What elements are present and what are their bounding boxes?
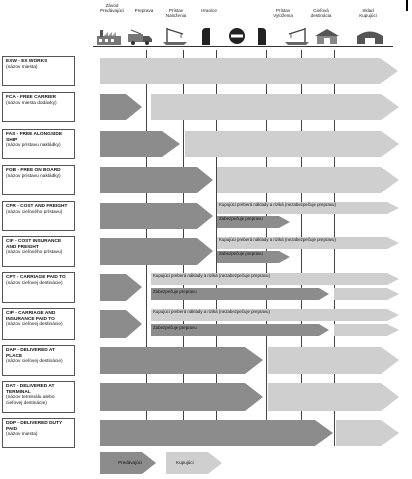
row-code: DAP - DELIVERED AT PLACE xyxy=(6,348,55,359)
arrow-buyer-dat xyxy=(268,383,399,411)
arrow-seller-fca xyxy=(100,94,142,120)
arrow-seller-cfr xyxy=(100,203,213,229)
crane-ship-icon xyxy=(163,28,187,45)
legend-buyer-label: Kupujúci xyxy=(176,460,194,465)
column-header-unloading-port: Prístav Vyloženia xyxy=(273,8,293,19)
row-code: EXW - EX WORKS xyxy=(6,59,48,64)
border-gate-icon xyxy=(258,28,266,45)
row-sub: (názov cieľového prístavu) xyxy=(6,209,63,215)
row-label-cif: CIF - COST INSURANCE AND FREIGHT(názov c… xyxy=(2,236,75,267)
legend-buyer-swatch xyxy=(166,452,222,474)
row-label-cpt: CPT - CARRIAGE PAID TO(názov cieľovej de… xyxy=(2,272,75,303)
column-header-seller-works: Závod Predávajúci xyxy=(99,3,124,14)
arrow-seller-cip xyxy=(100,310,142,338)
row-sub: (názov miesta) xyxy=(6,64,38,70)
row-code: FCA - FREE CARRIER xyxy=(6,95,56,100)
row-code: CIP - CARRIAGE AND INSURANCE PAID TO xyxy=(6,311,56,322)
row-sub: (názov cieľovej destinácie) xyxy=(6,280,63,286)
warehouse-icon xyxy=(357,31,383,44)
corner-marker xyxy=(406,0,408,11)
row-label-cip: CIP - CARRIAGE AND INSURANCE PAID TO(náz… xyxy=(2,308,75,340)
arrow-transport-cfr xyxy=(217,216,290,228)
arrow-buyer-cip xyxy=(151,309,399,321)
note-cip-seller: Zabezpečuje prepravu xyxy=(153,325,197,330)
row-sub: (názov miesta) xyxy=(6,432,38,438)
arrow-buyer-cfr xyxy=(217,202,399,214)
factory-icon xyxy=(97,30,121,45)
row-code: FAS - FREE ALONGSIDE SHIP xyxy=(6,132,63,143)
legend-seller-swatch xyxy=(100,452,156,474)
note-cfr-buyer: Kupujúci preberá náklady a riziká (nezab… xyxy=(219,202,336,207)
row-code: FOB - FREE ON BOARD xyxy=(6,168,61,173)
row-code: CFR - COST AND FREIGHT xyxy=(6,204,68,209)
destination-building-icon xyxy=(315,29,339,44)
row-label-dap: DAP - DELIVERED AT PLACE(názov cieľovej … xyxy=(2,345,75,376)
row-code: CPT - CARRIAGE PAID TO xyxy=(6,275,66,280)
border-stop-icon xyxy=(202,28,210,45)
row-sub: (názov prístavu nakládky) xyxy=(6,173,61,179)
row-sub: (názov terminálu alebo cieľovej destinác… xyxy=(6,395,55,406)
arrow-buyer-fca xyxy=(151,94,399,120)
arrow-buyer-cpt xyxy=(151,273,399,285)
arrow-buyer-exw xyxy=(100,58,398,84)
note-cif-seller: Zabezpečuje prepravu xyxy=(219,251,263,256)
arrow-buyer-dap xyxy=(268,347,399,374)
arrow-seller-fas xyxy=(100,131,180,157)
row-label-fas: FAS - FREE ALONGSIDE SHIP(názov prístavu… xyxy=(2,129,75,159)
column-header-loading-port: Prístav Naloženia xyxy=(165,8,187,19)
row-sub: (názov cieľového prístavu) xyxy=(6,250,63,256)
arrow-buyer-fas xyxy=(185,131,399,157)
no-entry-icon xyxy=(229,28,245,44)
arrow-transport-cpt xyxy=(151,288,329,300)
row-label-cfr: CFR - COST AND FREIGHT(názov cieľového p… xyxy=(2,201,75,231)
row-label-fob: FOB - FREE ON BOARD(názov prístavu naklá… xyxy=(2,165,75,195)
arrow-buyer-fob xyxy=(217,167,399,193)
arrow-seller-dap xyxy=(100,347,263,374)
row-code: DAT - DELIVERED AT TERMINAL xyxy=(6,384,55,395)
row-label-fca: FCA - FREE CARRIER(názov miesta dodávky) xyxy=(2,92,75,122)
row-sub: (názov cieľovej destinácie) xyxy=(6,359,63,365)
arrow-buyer-cip-final xyxy=(334,324,399,336)
column-line-border xyxy=(216,50,217,446)
header-divider xyxy=(93,46,393,47)
column-header-transport: Preprava xyxy=(134,8,154,13)
row-label-dat: DAT - DELIVERED AT TERMINAL(názov termin… xyxy=(2,381,75,413)
arrow-seller-dat xyxy=(100,383,263,411)
note-cip-buyer: Kupujúci preberá náklady a riziká (nezab… xyxy=(153,309,270,314)
row-sub: (názov cieľovej destinácie) xyxy=(6,322,63,328)
note-cpt-seller: Zabezpečuje prepravu xyxy=(153,289,197,294)
arrow-buyer-cpt-final xyxy=(334,288,399,300)
note-cif-buyer: Kupujúci preberá náklady a riziká (nezab… xyxy=(219,237,336,242)
arrow-transport-cif xyxy=(217,251,290,263)
truck-icon xyxy=(128,29,152,45)
arrow-buyer-cif xyxy=(217,237,399,249)
column-header-buyer-warehouse: Sklad Kupujúci xyxy=(359,8,377,19)
row-label-ddp: DDP - DELIVERED DUTY PAID(názov miesta) xyxy=(2,418,75,448)
arrow-seller-cif xyxy=(100,238,213,265)
column-header-border: Hranice xyxy=(201,8,217,13)
arrow-seller-fob xyxy=(100,167,213,193)
arrow-seller-ddp xyxy=(100,420,333,446)
row-code: DDP - DELIVERED DUTY PAID xyxy=(6,421,63,432)
arrow-transport-cip xyxy=(151,324,329,336)
crane-unload-icon xyxy=(285,28,309,45)
row-code: CIF - COST INSURANCE AND FREIGHT xyxy=(6,239,62,250)
note-cpt-buyer: Kupujúci preberá náklady a riziká (nezab… xyxy=(153,273,270,278)
row-sub: (názov prístavu nakládky) xyxy=(6,143,61,149)
row-label-exw: EXW - EX WORKS(názov miesta) xyxy=(2,56,75,86)
row-sub: (názov miesta dodávky) xyxy=(6,100,57,106)
arrow-buyer-ddp xyxy=(336,420,399,446)
arrow-seller-cpt xyxy=(100,274,142,301)
legend-seller-label: Predávajúci xyxy=(118,460,143,465)
column-header-destination: Cieľová destinácia xyxy=(310,8,332,19)
note-cfr-seller: Zabezpečuje prepravu xyxy=(219,216,263,221)
